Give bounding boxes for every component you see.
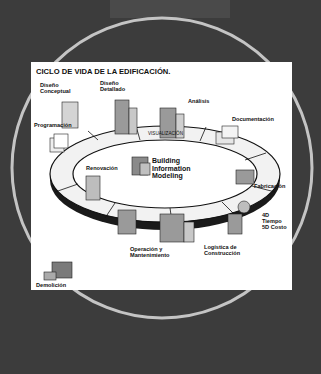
ring-label: VISUALIZACIÓN	[148, 131, 198, 136]
phase-label: Operación y Mantenimiento	[130, 246, 182, 258]
frame-circle	[12, 18, 312, 318]
phase-label: 4D Tiempo 5D Costo	[262, 212, 290, 230]
phase-label: Demolición	[36, 282, 76, 288]
node-text: Building Information Modeling	[152, 157, 210, 180]
center-node: Building Information Modeling	[152, 157, 210, 180]
phase-label: Análisis	[188, 98, 228, 104]
phase-label: Documentación	[232, 116, 284, 122]
ring-inner	[73, 140, 257, 208]
ring-dividers	[55, 126, 275, 222]
phase-label: Logística de Construcción	[204, 244, 252, 256]
phase-label: Renovación	[86, 165, 126, 171]
top-band	[110, 0, 230, 18]
phase-label: Fabricación	[254, 183, 290, 189]
phase-label: Diseño Conceptual	[40, 82, 76, 94]
diagram-title: CICLO DE VIDA DE LA EDIFICACIÓN.	[36, 68, 170, 76]
center-icon	[132, 157, 150, 175]
phase-label: Programación	[34, 122, 80, 128]
image-panel	[31, 62, 292, 290]
ring-band	[50, 126, 280, 222]
phase-illustrations	[44, 100, 254, 280]
phase-label: Diseño Detallado	[100, 80, 136, 92]
